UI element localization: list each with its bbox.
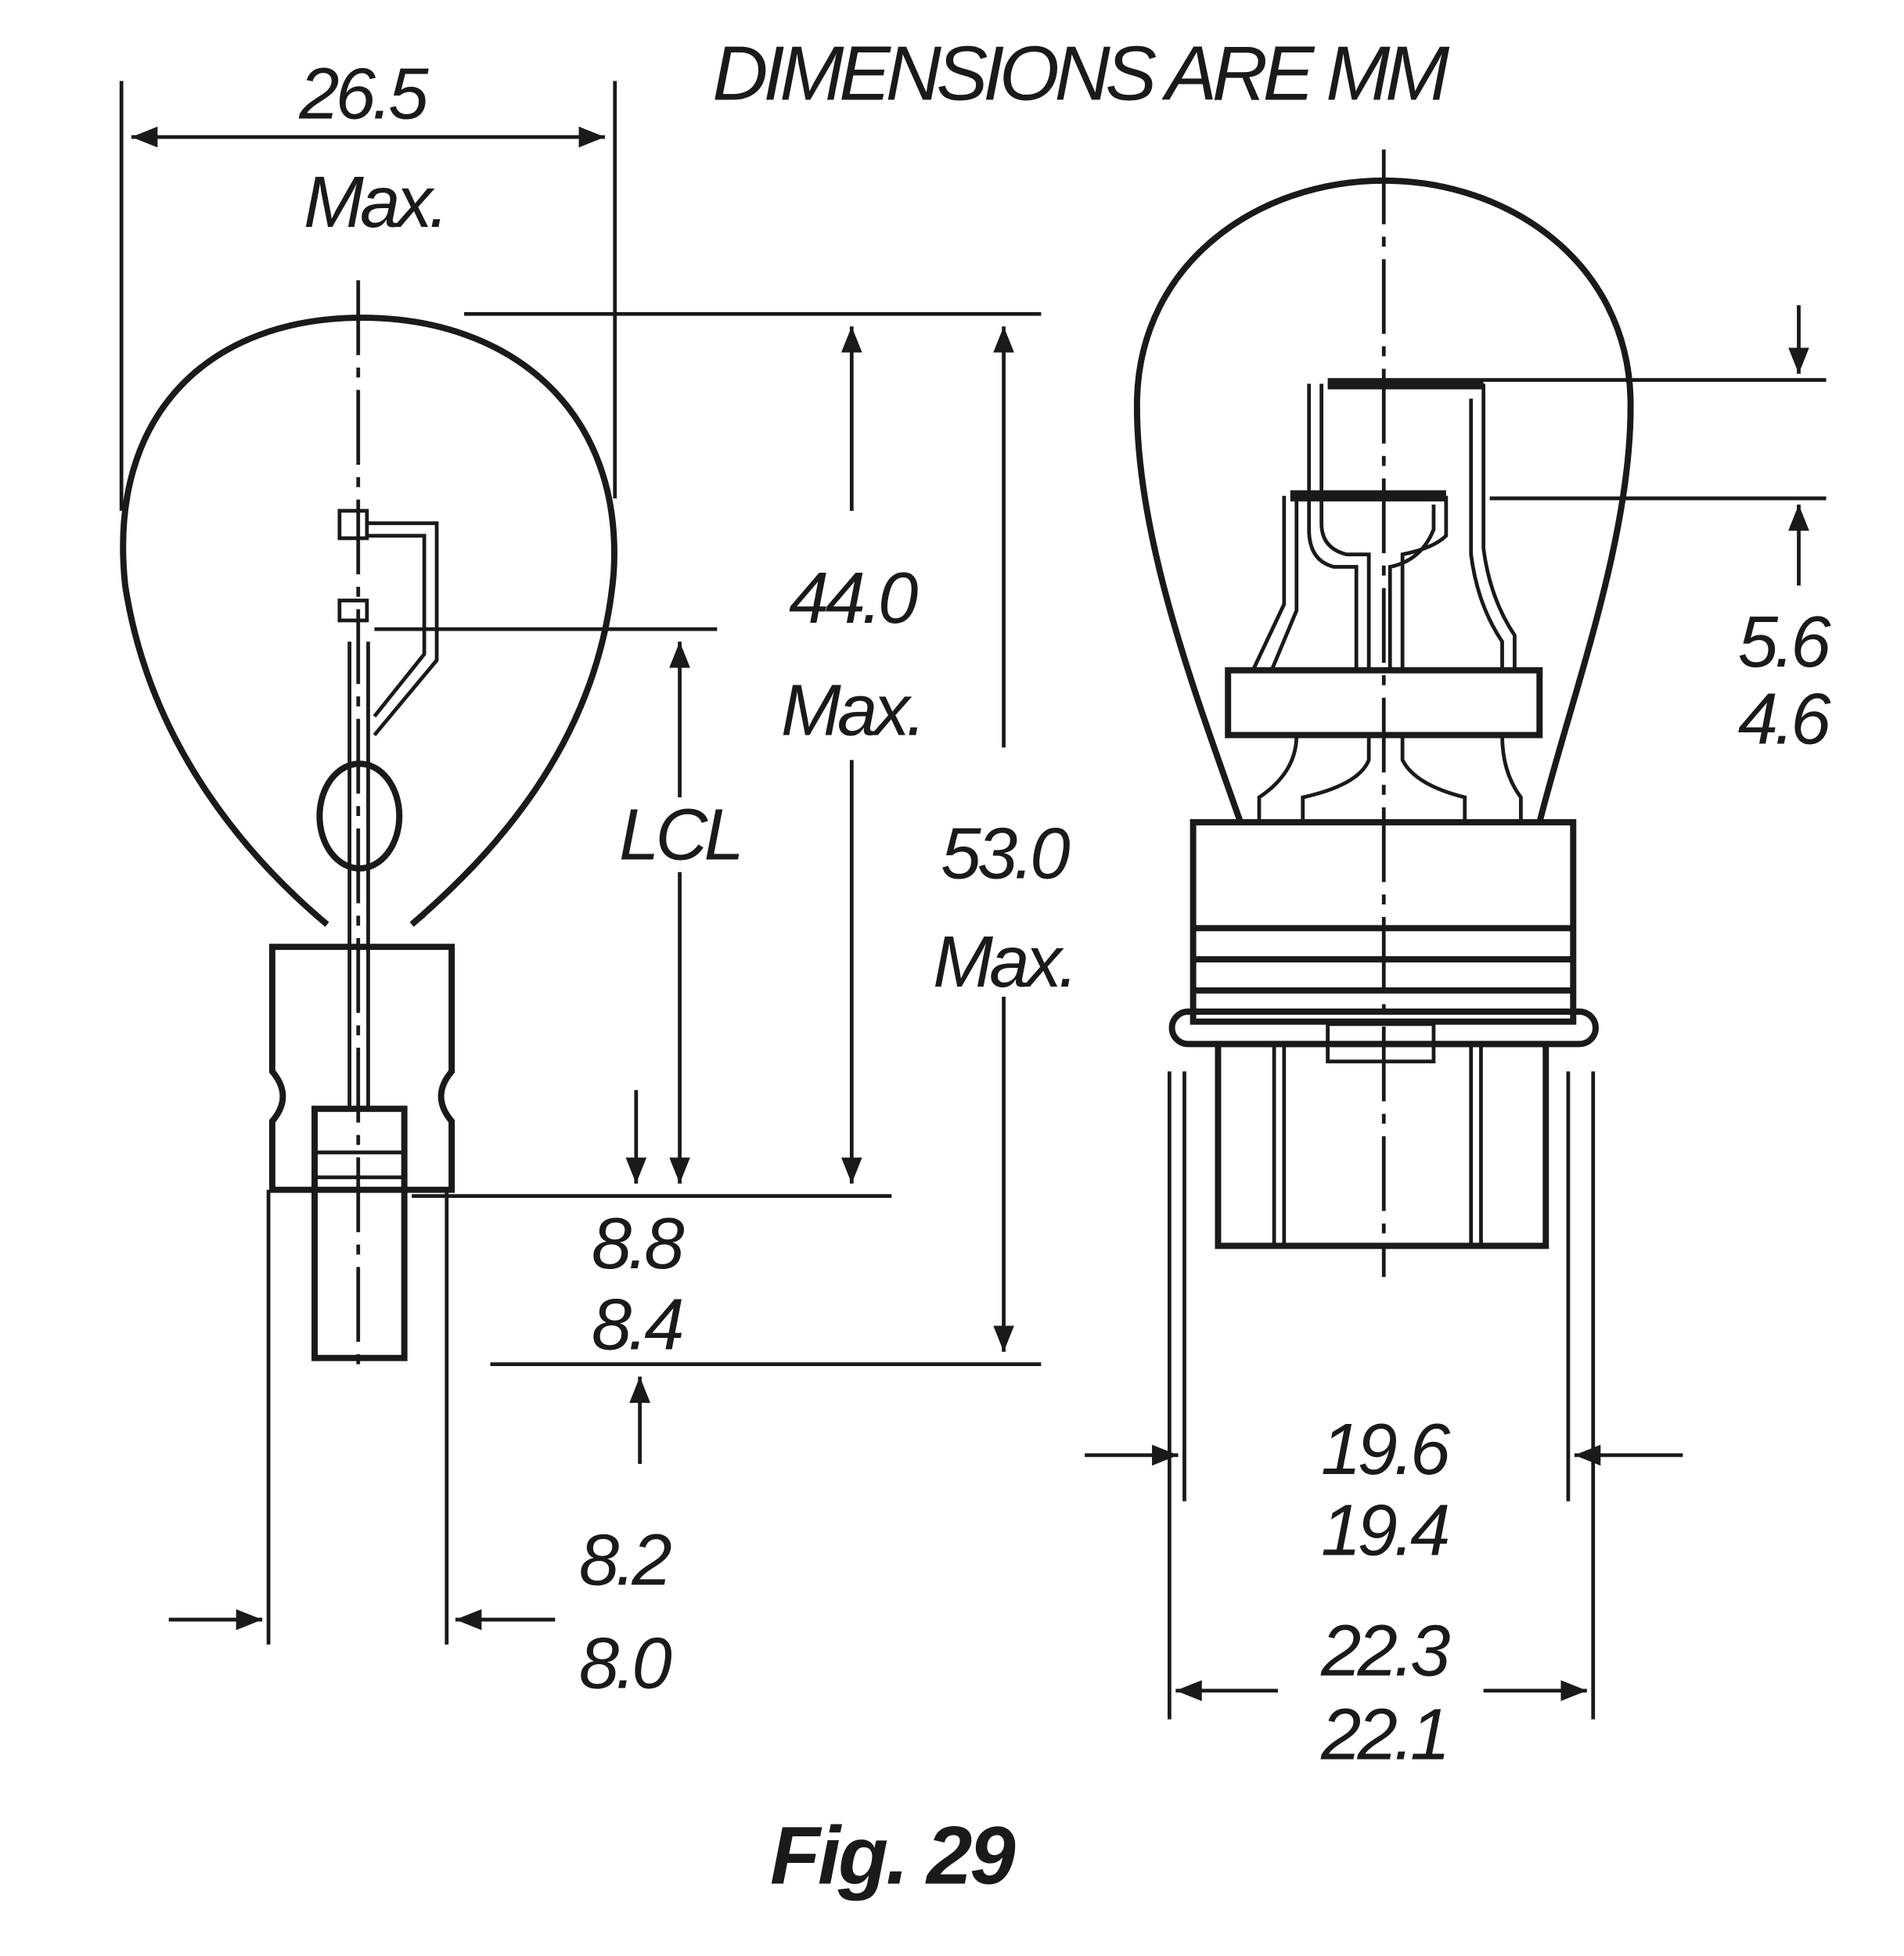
outer-width-min: 22.1 (1320, 1693, 1447, 1774)
lcl-label: LCL (619, 794, 740, 876)
inner-width-min: 19.4 (1321, 1489, 1448, 1570)
filament-spacing-min: 4.6 (1738, 678, 1831, 760)
figure-label: Fig. 29 (770, 1810, 1015, 1902)
inner-width-max: 19.6 (1321, 1408, 1451, 1490)
diagram-title: DIMENSIONS ARE MM (712, 30, 1450, 116)
filament-spacing-max: 5.6 (1738, 601, 1831, 682)
outer-width-max: 22.3 (1320, 1610, 1450, 1692)
pin-width-max: 8.2 (579, 1519, 671, 1600)
front-view-dimensions (1085, 305, 1827, 1720)
globe-diameter-value: 26.5 (298, 52, 429, 134)
base-offset-min: 8.4 (592, 1284, 682, 1365)
base-offset-max: 8.8 (592, 1203, 684, 1284)
side-view-dimensions (119, 81, 1042, 1645)
globe-diameter-note: Max. (304, 161, 445, 243)
front-view-bulb (1133, 149, 1634, 1278)
overall-length-note: Max. (933, 921, 1074, 1002)
overall-length-value: 53.0 (941, 813, 1070, 894)
bulb-height-value: 44.0 (789, 557, 918, 638)
side-view-bulb (120, 280, 617, 1371)
pin-width-min: 8.0 (579, 1623, 671, 1704)
bulb-height-note: Max. (781, 669, 923, 750)
